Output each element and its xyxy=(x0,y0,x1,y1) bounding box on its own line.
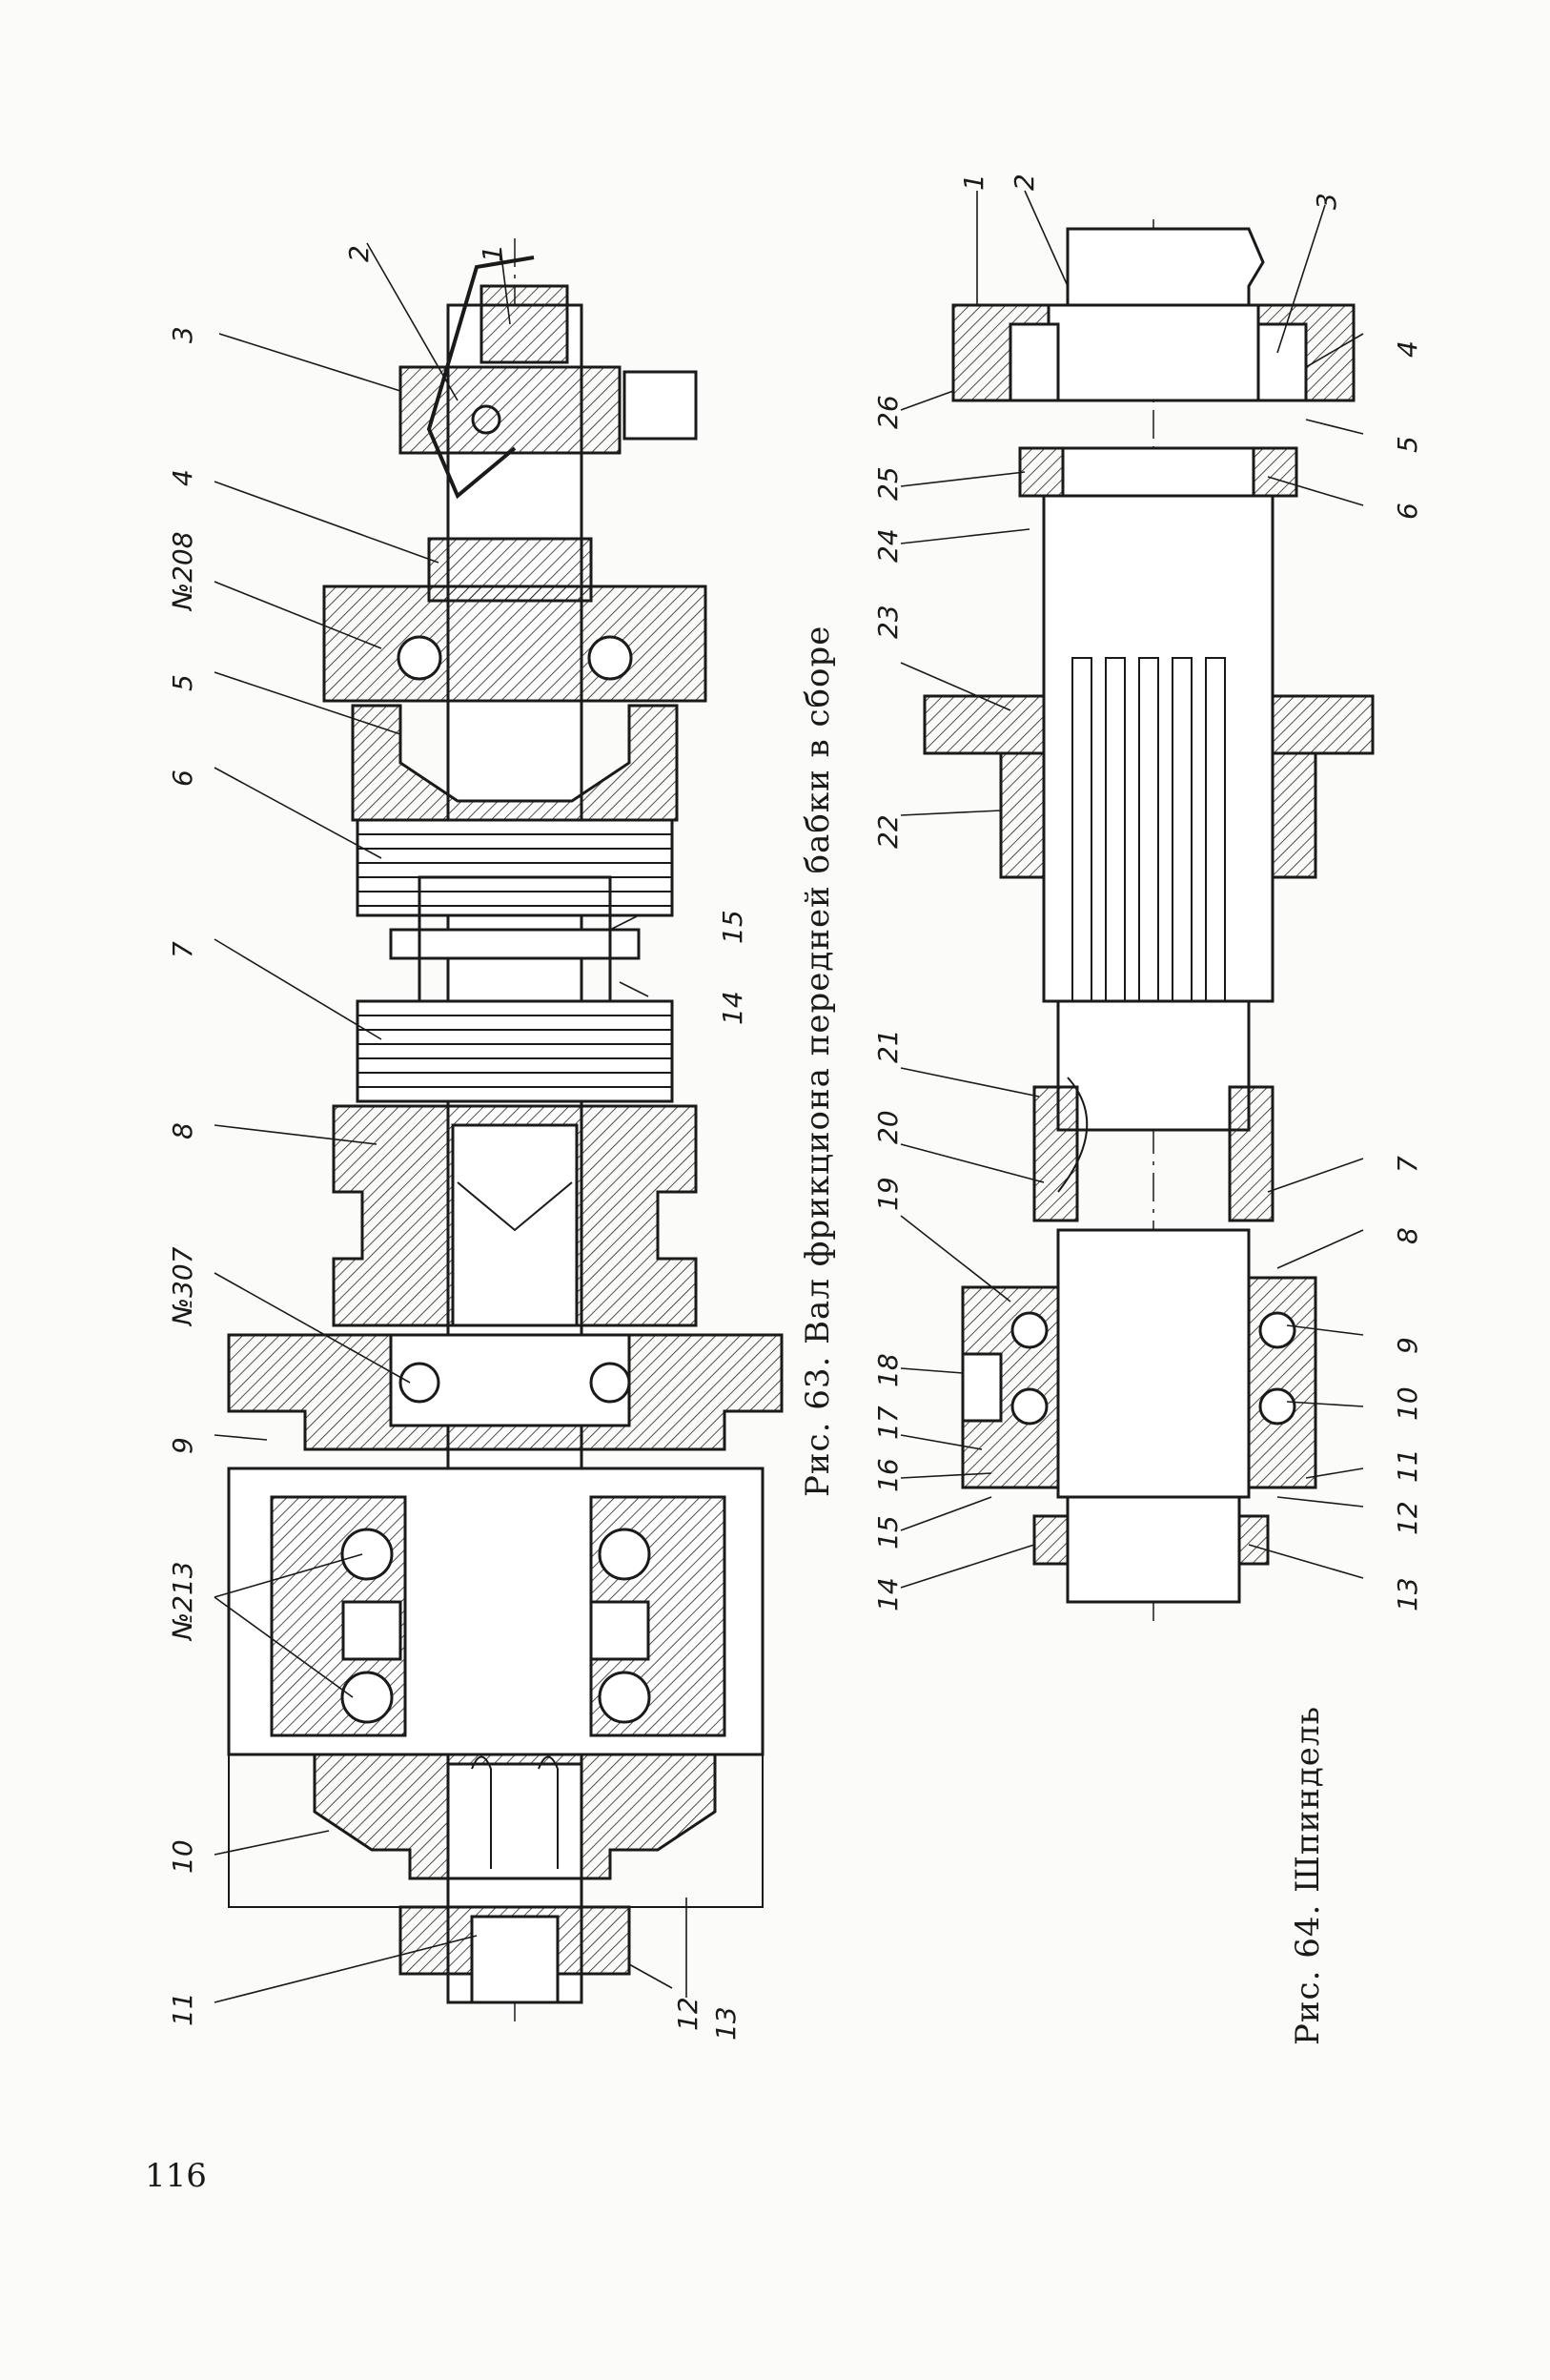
fig63-leaders xyxy=(214,242,687,2003)
fig63-drawing xyxy=(227,238,784,2021)
fig63-callout-1: 1 xyxy=(477,245,508,262)
fig63-callout-5: 5 xyxy=(167,674,198,691)
fig64-callout-5: 5 xyxy=(1392,436,1423,453)
fig64-callout-13: 13 xyxy=(1392,1577,1423,1611)
fig63-callout-10: 10 xyxy=(167,1839,198,1874)
fig64-callout-20: 20 xyxy=(872,1110,904,1144)
fig63-callout-14: 14 xyxy=(717,991,748,1025)
fig64-callout-21: 21 xyxy=(872,1029,904,1063)
fig63-callout-13: 13 xyxy=(710,2006,742,2041)
fig63-callout-6: 6 xyxy=(167,769,198,787)
fig63-callout-15: 15 xyxy=(717,910,748,944)
fig63-callout-2: 2 xyxy=(343,245,375,262)
fig63-callout-8: 8 xyxy=(167,1122,198,1139)
page-number: 116 xyxy=(145,2157,207,2195)
fig64-callout-12: 12 xyxy=(1392,1501,1423,1535)
fig64-callout-22: 22 xyxy=(872,814,904,849)
fig63-callout-7: 7 xyxy=(167,941,198,958)
fig64-callout-25: 25 xyxy=(872,466,904,501)
fig64-leaders xyxy=(900,190,1364,1589)
fig64-callout-9: 9 xyxy=(1392,1337,1423,1354)
fig64-caption: Рис. 64. Шпиндель xyxy=(1289,1705,1327,2045)
fig64-callout-18: 18 xyxy=(872,1353,904,1387)
fig64-callout-24: 24 xyxy=(872,528,904,563)
fig63-callout-12: 12 xyxy=(672,1997,704,2031)
fig64-callout-8: 8 xyxy=(1392,1227,1423,1244)
fig64-callout-23: 23 xyxy=(872,605,904,639)
fig64-callout-7: 7 xyxy=(1392,1156,1423,1173)
fig63-callout-208: №208 xyxy=(167,531,198,610)
fig64-callout-6: 6 xyxy=(1392,503,1423,520)
fig64-callout-4: 4 xyxy=(1392,340,1423,358)
fig64-callout-2: 2 xyxy=(1009,174,1040,191)
fig63-callout-3: 3 xyxy=(167,326,198,343)
fig64-callout-15: 15 xyxy=(872,1515,904,1549)
fig63-callout-307: №307 xyxy=(167,1246,198,1325)
fig64-callout-16: 16 xyxy=(872,1458,904,1492)
fig63-callout-4: 4 xyxy=(167,469,198,486)
fig64-callout-14: 14 xyxy=(872,1577,904,1611)
fig64-callout-11: 11 xyxy=(1392,1448,1423,1483)
fig64-callout-26: 26 xyxy=(872,395,904,429)
fig64-callout-19: 19 xyxy=(872,1177,904,1211)
fig63-callout-11: 11 xyxy=(167,1992,198,2026)
fig64-drawing xyxy=(923,219,1375,1621)
fig63-callout-213: №213 xyxy=(167,1561,198,1640)
fig63-caption: Рис. 63. Вал фрикциона передней бабки в … xyxy=(799,625,837,1497)
fig64-callout-17: 17 xyxy=(872,1405,904,1440)
fig64-callout-10: 10 xyxy=(1392,1386,1423,1421)
fig64-callout-3: 3 xyxy=(1311,193,1342,210)
fig63-callout-9: 9 xyxy=(167,1437,198,1454)
fig64-callout-1: 1 xyxy=(958,174,989,191)
